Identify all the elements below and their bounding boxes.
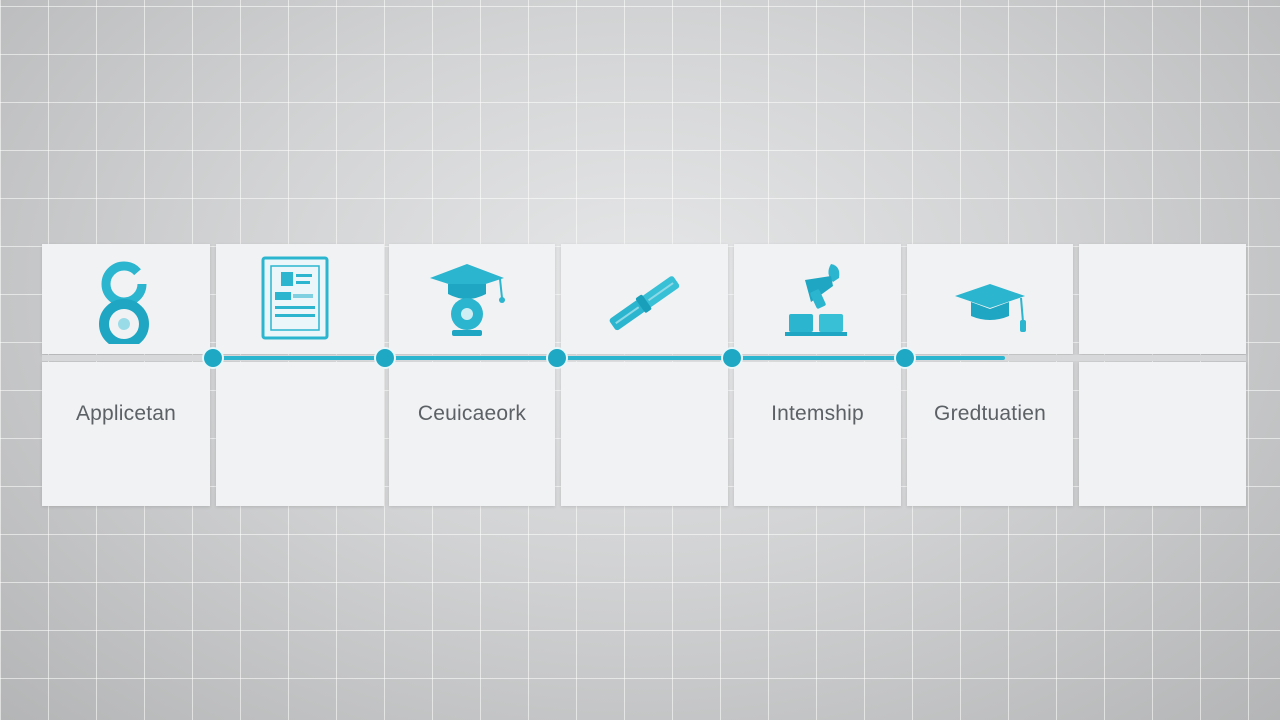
- stage-7-icon-tile: [1079, 244, 1246, 354]
- timeline-progress: [213, 356, 1005, 360]
- milestone-node-2[interactable]: [376, 349, 394, 367]
- milestone-node-5[interactable]: [896, 349, 914, 367]
- graduation-cap-globe-icon: [422, 254, 512, 344]
- stage-1-label: Applicetan: [75, 402, 177, 425]
- graduation-cap-icon: [945, 254, 1035, 344]
- milestone-node-4[interactable]: [723, 349, 741, 367]
- stage-4-label-tile: [561, 362, 728, 506]
- stage-3-label: Ceuicaeork: [417, 402, 527, 425]
- timeline-board: Applicetan Ceuicaeork Intemship Gredtuat…: [42, 244, 1246, 506]
- stage-1-label-tile: [42, 362, 210, 506]
- stage-5-label-tile: [734, 362, 901, 506]
- milestone-node-3[interactable]: [548, 349, 566, 367]
- desk-lamp-icon: [771, 254, 861, 344]
- document-form-icon: [251, 254, 341, 344]
- stage-7-label-tile: [1079, 362, 1246, 506]
- circle-ring-icon: [79, 254, 169, 349]
- stage-3-label-tile: [389, 362, 555, 506]
- milestone-node-1[interactable]: [204, 349, 222, 367]
- stage-5-label: Intemship: [771, 402, 864, 425]
- stage-2-label-tile: [216, 362, 384, 506]
- diploma-scroll-icon: [600, 254, 690, 344]
- stage-6-label: Gredtuatien: [934, 402, 1046, 425]
- stage-6-label-tile: [907, 362, 1073, 506]
